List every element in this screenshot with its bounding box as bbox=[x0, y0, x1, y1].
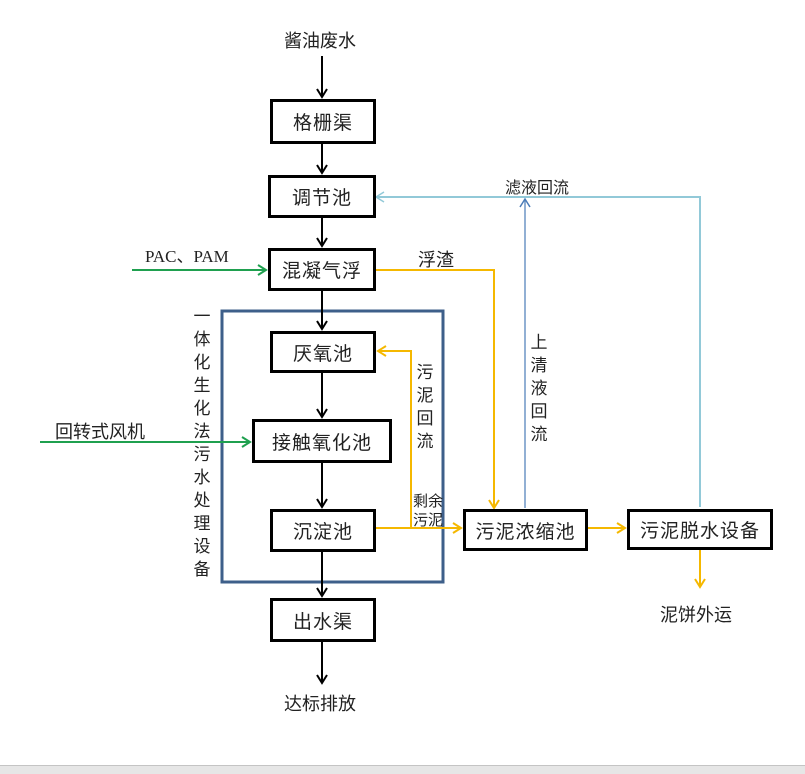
window-bottom-bar bbox=[0, 765, 805, 774]
label-scum: 浮渣 bbox=[418, 250, 454, 271]
node-equalization-tank[interactable]: 调节池 bbox=[268, 175, 376, 218]
integrated-unit-frame bbox=[220, 309, 445, 584]
label-discharge: 达标排放 bbox=[284, 694, 356, 715]
label-excess-sludge: 剩余污泥 bbox=[412, 492, 443, 529]
node-sludge-dewatering[interactable]: 污泥脱水设备 bbox=[627, 509, 773, 550]
node-coagulation-flotation[interactable]: 混凝气浮 bbox=[268, 248, 376, 291]
label-source: 酱油废水 bbox=[284, 31, 356, 52]
node-contact-oxidation-tank[interactable]: 接触氧化池 bbox=[252, 419, 392, 463]
label-sludge-return: 污泥回流 bbox=[416, 363, 434, 452]
node-label: 污泥脱水设备 bbox=[639, 520, 760, 542]
node-anaerobic-tank[interactable]: 厌氧池 bbox=[270, 331, 376, 373]
node-label: 出水渠 bbox=[292, 610, 353, 633]
node-outlet-channel[interactable]: 出水渠 bbox=[270, 598, 376, 642]
node-label: 调节池 bbox=[291, 187, 352, 209]
arrow-sludge-return-to-anaerobic bbox=[376, 345, 412, 528]
node-sedimentation-tank[interactable]: 沉淀池 bbox=[270, 509, 376, 552]
node-screen-channel[interactable]: 格栅渠 bbox=[270, 99, 376, 144]
node-label: 接触氧化池 bbox=[271, 431, 372, 454]
label-filtrate-return: 滤液回流 bbox=[505, 178, 570, 197]
label-integrated-unit: 一体化生化法污水处理设备 bbox=[193, 307, 211, 580]
label-cake-out: 泥饼外运 bbox=[660, 605, 732, 626]
label-supernatant-return: 上清液回流 bbox=[530, 333, 548, 445]
label-chemicals: PAC、PAM bbox=[145, 247, 229, 266]
node-label: 混凝气浮 bbox=[281, 260, 362, 282]
label-blower: 回转式风机 bbox=[55, 422, 145, 443]
node-label: 格栅渠 bbox=[292, 112, 353, 134]
node-label: 污泥浓缩池 bbox=[475, 520, 576, 543]
node-label: 沉淀池 bbox=[292, 521, 353, 543]
node-sludge-thickener[interactable]: 污泥浓缩池 bbox=[463, 509, 588, 551]
node-label: 厌氧池 bbox=[292, 342, 353, 365]
arrow-filtrate-return bbox=[374, 191, 701, 507]
arrow-scum-to-thickener bbox=[376, 269, 500, 510]
